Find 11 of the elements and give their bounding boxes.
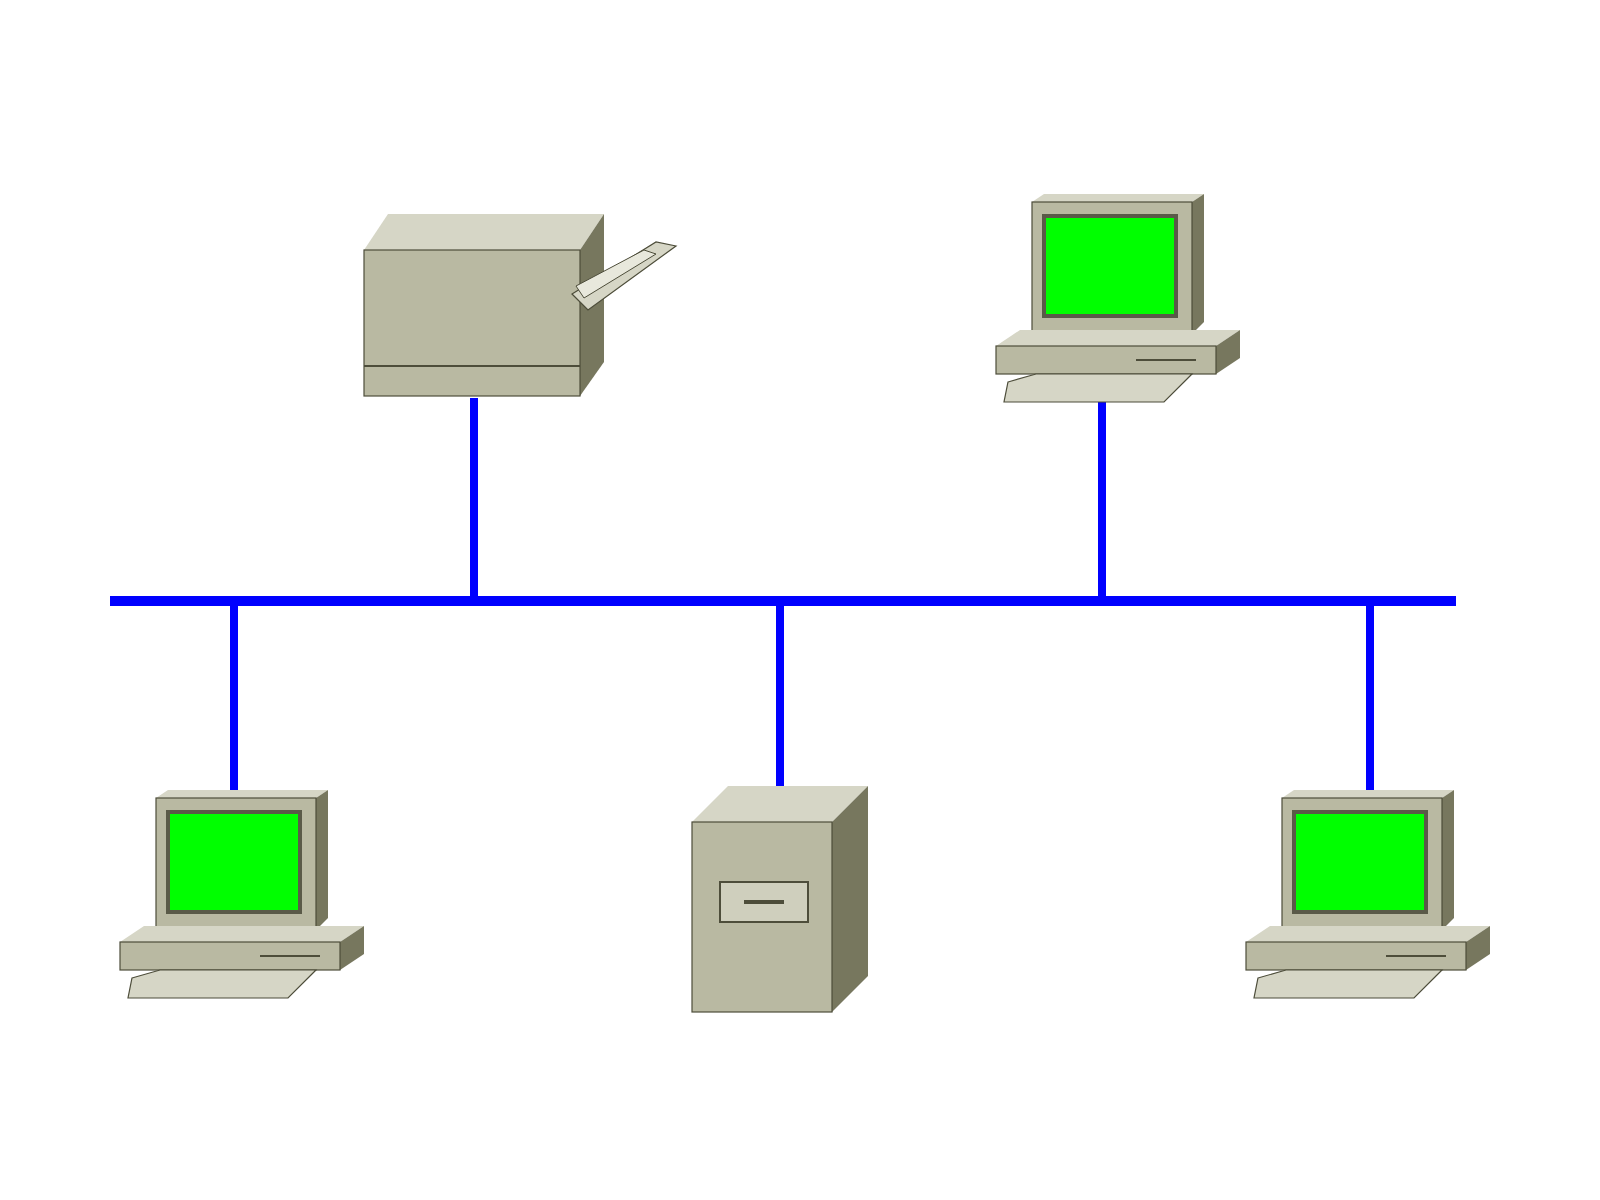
network-cable xyxy=(1098,398,1106,596)
network-cable xyxy=(230,606,238,790)
network-bus xyxy=(110,596,1456,606)
network-cable xyxy=(470,398,478,596)
printer-drawing xyxy=(363,214,678,397)
network-cable xyxy=(776,606,784,786)
computer-drawing xyxy=(119,790,364,999)
server-drawing xyxy=(691,786,868,1013)
computer-drawing xyxy=(995,194,1240,403)
network-cable xyxy=(1366,606,1374,790)
computer-drawing xyxy=(1245,790,1490,999)
